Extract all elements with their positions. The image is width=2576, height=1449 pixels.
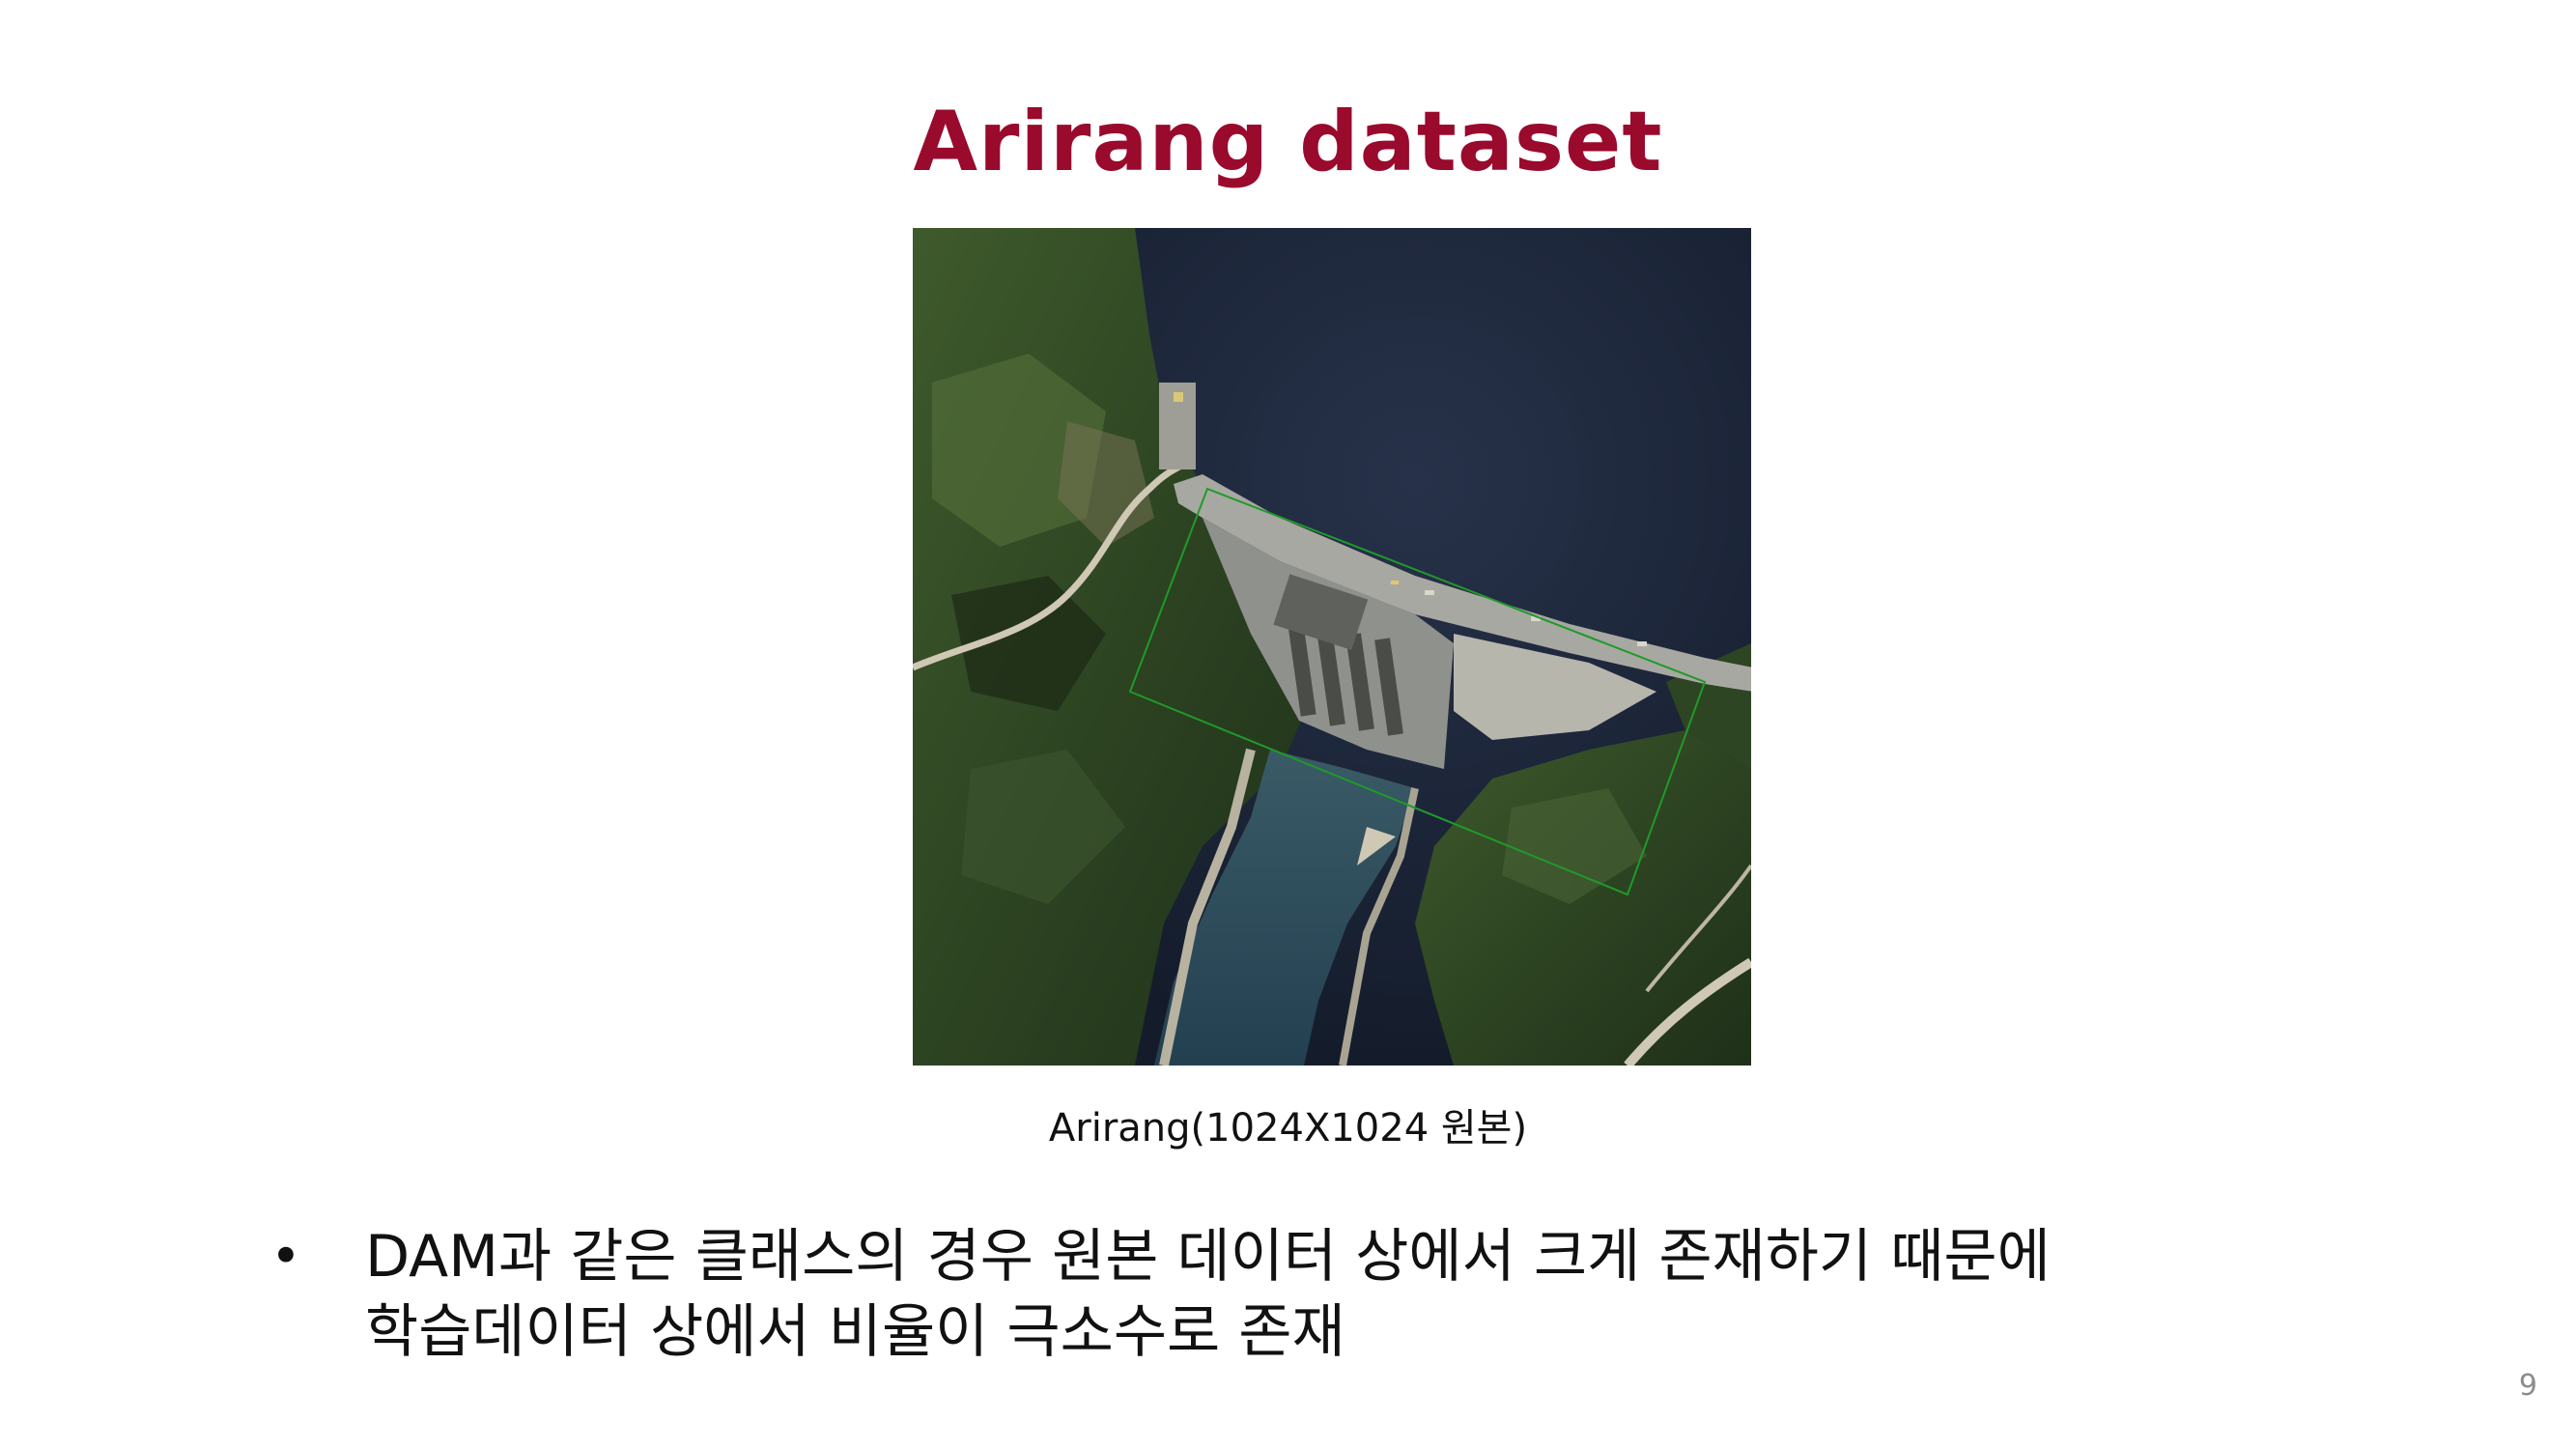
bullet-marker: • bbox=[270, 1226, 301, 1287]
bullet-item: • DAM과 같은 클래스의 경우 원본 데이터 상에서 크게 존재하기 때문에… bbox=[251, 1219, 2376, 1370]
bullet-text-line-1: DAM과 같은 클래스의 경우 원본 데이터 상에서 크게 존재하기 때문에 bbox=[365, 1223, 2051, 1291]
figure-caption: Arirang(1024X1024 원본) bbox=[1048, 1106, 1528, 1151]
bullet-text-line-2: 학습데이터 상에서 비율이 극소수로 존재 bbox=[365, 1298, 1345, 1366]
slide-title: Arirang dataset bbox=[913, 94, 1663, 190]
bullet-list: • DAM과 같은 클래스의 경우 원본 데이터 상에서 크게 존재하기 때문에… bbox=[251, 1219, 2376, 1370]
satellite-image-dam bbox=[913, 228, 1751, 1065]
road-left bbox=[913, 461, 1185, 671]
dam-bounding-box bbox=[1128, 487, 1707, 896]
dam-crest bbox=[1174, 474, 1751, 692]
satellite-image-graphic bbox=[913, 228, 1751, 1065]
page-number: 9 bbox=[2518, 1369, 2537, 1403]
river bbox=[1154, 750, 1415, 1065]
right-forest bbox=[1415, 730, 1751, 1065]
